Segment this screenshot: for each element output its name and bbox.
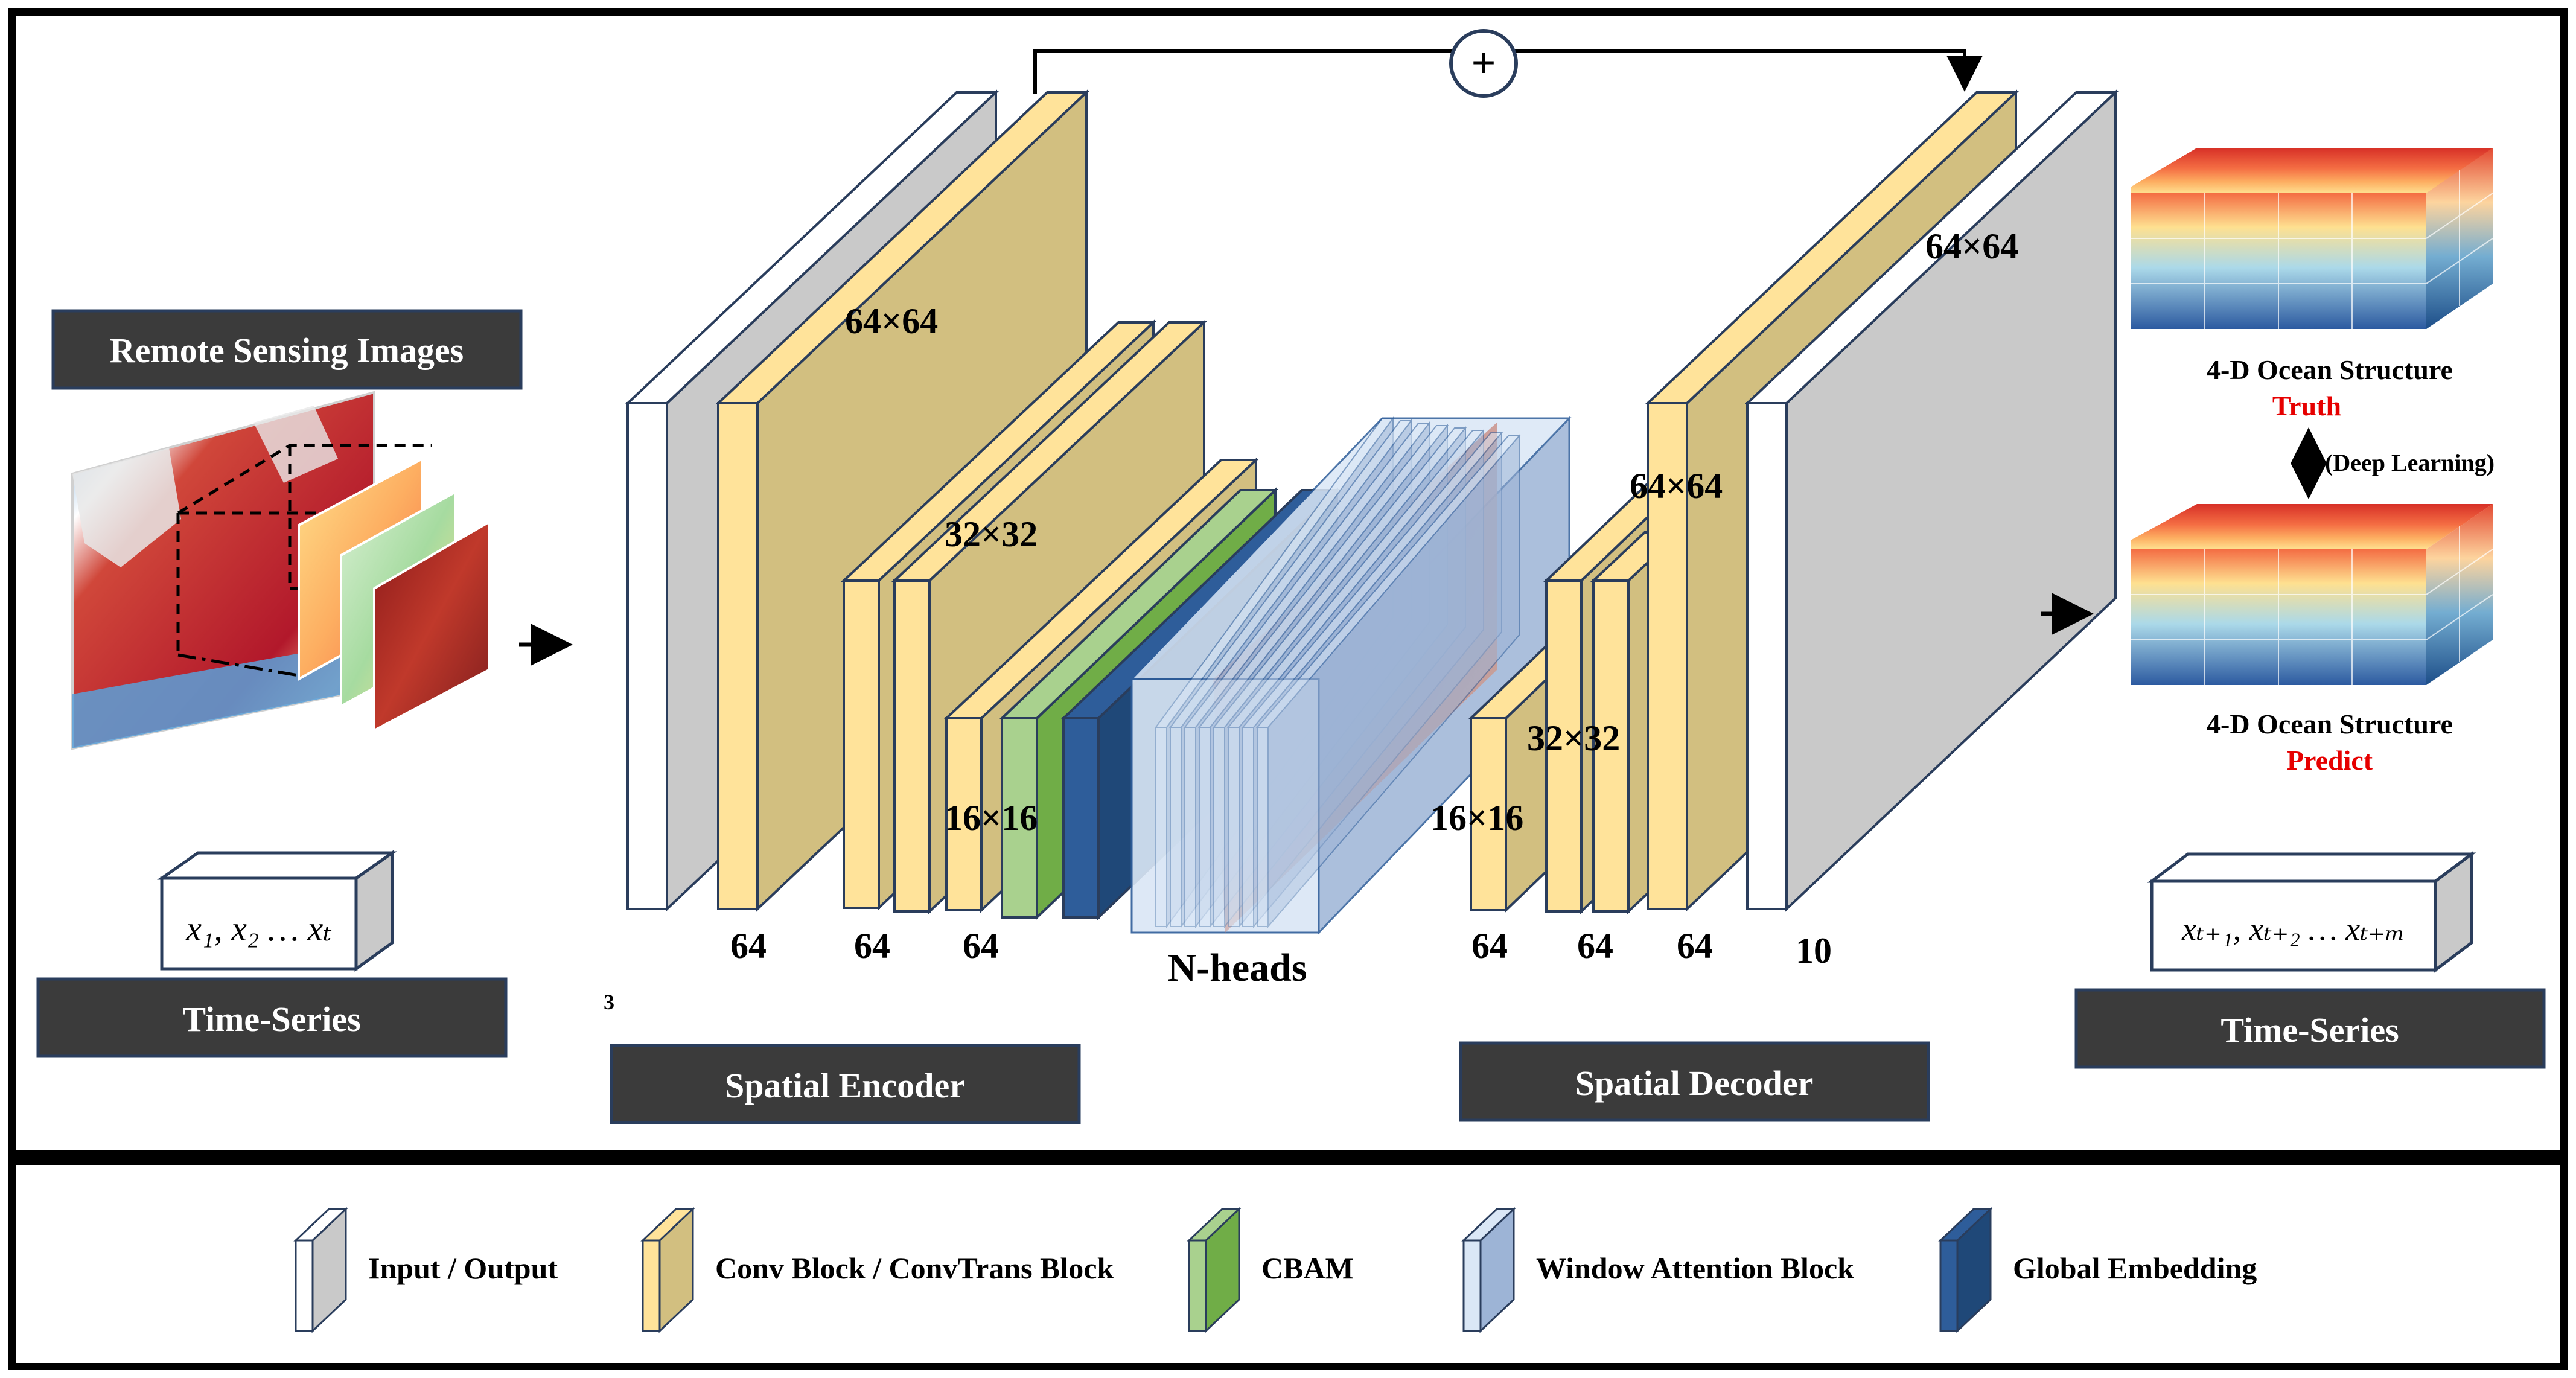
input-title-box: Remote Sensing Images	[51, 309, 523, 390]
input-series-math: x₁, x₂ … xₜ	[185, 909, 331, 948]
decoder-dim-small: 16×16	[1430, 798, 1523, 838]
encoder-channel-3: 64	[963, 926, 999, 966]
n-heads-label: N-heads	[1167, 946, 1307, 990]
deep-learning-label: (Deep Learning)	[2325, 449, 2495, 476]
encoder-channel-1: 64	[730, 926, 767, 966]
output-series-label-box: Time-Series	[2074, 988, 2546, 1069]
decoder-dim-large: 64×64	[1630, 466, 1723, 506]
legend-item-global: Global Embedding	[1938, 1207, 2257, 1333]
main-frame	[8, 8, 2568, 1158]
legend-swatch-window	[1461, 1207, 1516, 1333]
predict-tag: Predict	[2287, 745, 2373, 776]
remote-sensing-images	[71, 391, 490, 750]
skip-plus-symbol: +	[1471, 39, 1496, 87]
window-attention-stack	[1129, 416, 1572, 935]
encoder-conv-64-slab	[715, 89, 1090, 912]
legend-swatch-cbam	[1187, 1207, 1242, 1333]
decoder-dim-output: 64×64	[1925, 226, 2018, 266]
ocean-cube-predict	[2131, 504, 2493, 685]
truth-tag: Truth	[2272, 391, 2341, 421]
encoder-footnote: 3	[604, 990, 614, 1014]
legend-frame	[8, 1158, 2568, 1370]
encoder-label-box: Spatial Encoder	[610, 1044, 1081, 1124]
legend-swatch-global	[1938, 1207, 1993, 1333]
output-series-label: Time-Series	[2221, 1010, 2399, 1050]
decoder-label-box: Spatial Decoder	[1459, 1041, 1930, 1122]
legend-label-io: Input / Output	[368, 1251, 558, 1285]
input-series-label: Time-Series	[182, 1000, 360, 1039]
legend-item-cbam: CBAM	[1187, 1207, 1354, 1333]
ocean-cube-truth	[2131, 148, 2493, 329]
decoder-channel-3: 64	[1677, 926, 1713, 966]
encoder-channel-2: 64	[854, 926, 890, 966]
decoder-channel-2: 64	[1577, 926, 1613, 966]
legend-label-window: Window Attention Block	[1536, 1251, 1854, 1285]
output-series-math: xₜ₊₁, xₜ₊₂ … xₜ₊ₘ	[2181, 911, 2405, 947]
truth-title: 4-D Ocean Structure	[2207, 354, 2453, 385]
output-series-box: xₜ₊₁, xₜ₊₂ … xₜ₊ₘ	[2147, 851, 2476, 973]
encoder-label: Spatial Encoder	[725, 1066, 965, 1105]
legend-swatch-conv	[640, 1207, 695, 1333]
decoder-channel-out: 10	[1796, 931, 1832, 971]
encoder-dim-mid: 32×32	[945, 514, 1038, 554]
decoder-output-slab	[1744, 89, 2119, 912]
legend-label-global: Global Embedding	[2013, 1251, 2257, 1285]
legend-label-cbam: CBAM	[1261, 1251, 1354, 1285]
predict-title: 4-D Ocean Structure	[2207, 709, 2453, 739]
decoder-dim-mid: 32×32	[1527, 718, 1620, 758]
encoder-dim-large: 64×64	[845, 301, 938, 341]
legend-label-conv: Conv Block / ConvTrans Block	[715, 1251, 1114, 1285]
decoder-channel-1: 64	[1471, 926, 1508, 966]
input-title: Remote Sensing Images	[110, 331, 464, 370]
skip-plus-node: +	[1449, 29, 1518, 98]
legend-item-window: Window Attention Block	[1461, 1207, 1854, 1333]
input-series-box: x₁, x₂ … xₜ	[157, 850, 397, 972]
window-attention-inner	[1130, 678, 1320, 934]
input-series-label-box: Time-Series	[36, 977, 508, 1058]
encoder-dim-small: 16×16	[945, 798, 1038, 838]
legend-item-io: Input / Output	[293, 1207, 558, 1333]
decoder-label: Spatial Decoder	[1575, 1064, 1814, 1103]
legend-item-conv: Conv Block / ConvTrans Block	[640, 1207, 1114, 1333]
legend-swatch-io	[293, 1207, 348, 1333]
window-attention-head-8	[1255, 433, 1522, 928]
